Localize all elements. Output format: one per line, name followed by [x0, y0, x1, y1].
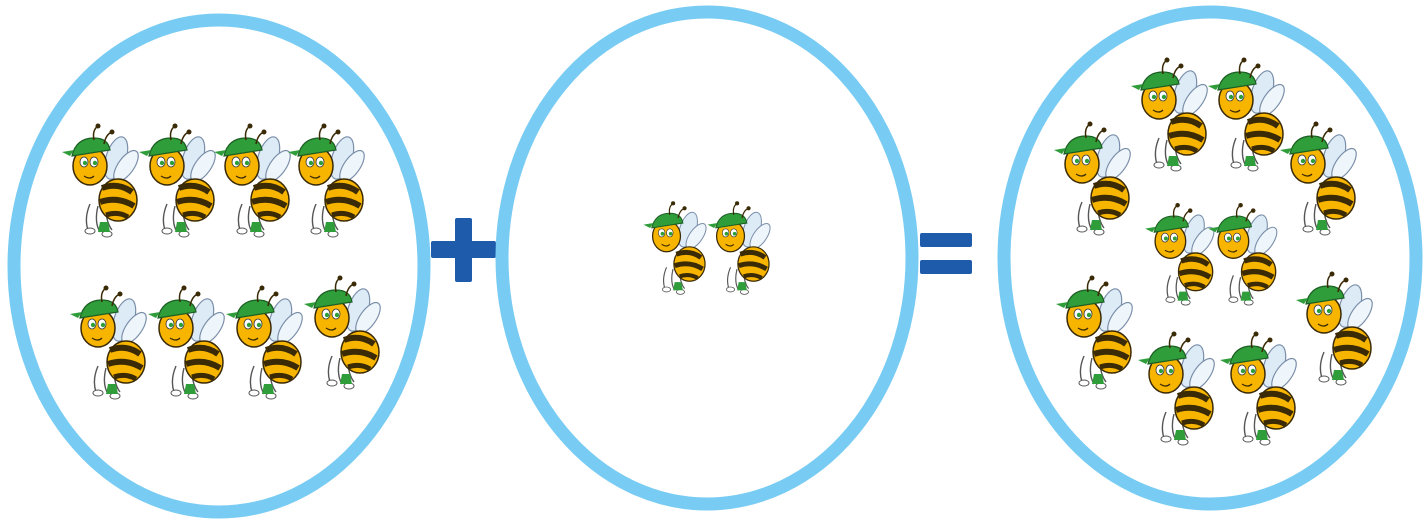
equals-icon: [920, 233, 972, 274]
left-group-circle: [14, 20, 424, 512]
middle-group-circle: [502, 12, 912, 504]
plus-icon: [431, 218, 496, 282]
